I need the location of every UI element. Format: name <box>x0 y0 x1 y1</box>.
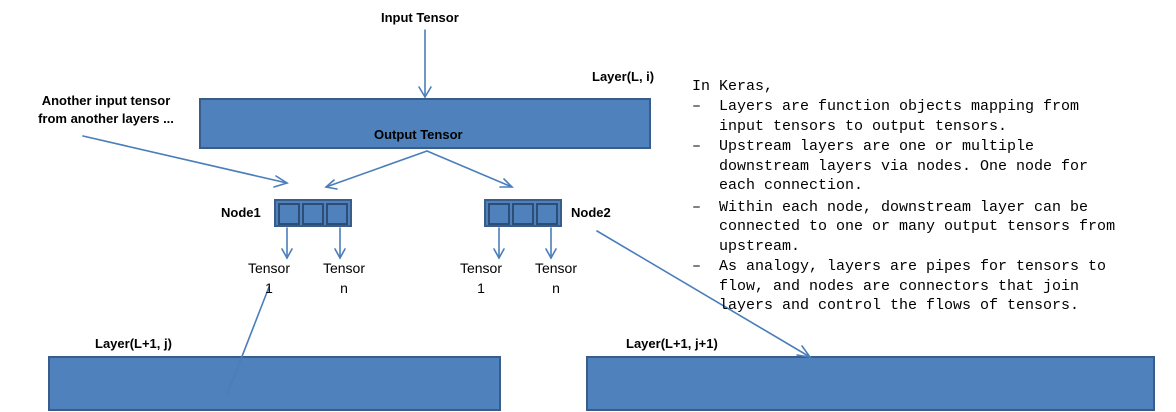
tensor-index: 1 <box>265 280 273 296</box>
output-to-node1-arrow <box>325 150 428 188</box>
note-line: layers and control the flows of tensors. <box>719 297 1080 314</box>
note-line: upstream. <box>719 238 801 255</box>
note-line: downstream layers via nodes. One node fo… <box>719 158 1089 175</box>
tensor-index: n <box>340 280 348 296</box>
layer-l-i-label: Layer(L, i) <box>592 69 655 84</box>
note-bullet: – <box>692 258 711 275</box>
output-tensor-label: Output Tensor <box>374 127 463 142</box>
node1-label: Node1 <box>221 205 261 220</box>
node1-slot <box>302 203 324 225</box>
node2-to-layer-j1-arrow <box>596 230 811 358</box>
node2-label: Node2 <box>571 205 611 220</box>
tensor-name: Tensor <box>247 260 291 276</box>
note-line: Layers are function objects mapping from <box>719 98 1080 115</box>
input-tensor-label: Input Tensor <box>381 10 459 25</box>
note-bullet: – <box>692 138 711 155</box>
another-input-line1: Another input tensor <box>41 93 171 108</box>
node2-slot <box>512 203 534 225</box>
node1-slot <box>278 203 300 225</box>
another-input-line2: from another layers ... <box>38 111 174 126</box>
note-line: As analogy, layers are pipes for tensors… <box>719 258 1107 275</box>
tensor-name: Tensor <box>322 260 366 276</box>
layer-l-i-box <box>199 98 651 149</box>
layer-next-j-label: Layer(L+1, j) <box>95 336 172 351</box>
another-input-arrow <box>82 135 288 184</box>
tensor-index: n <box>552 280 560 296</box>
note-line: connected to one or many output tensors … <box>719 218 1116 235</box>
tensor-index: 1 <box>477 280 485 296</box>
note-line: Within each node, downstream layer can b… <box>719 199 1089 216</box>
node2-box <box>484 199 562 227</box>
note-line: each connection. <box>719 177 864 194</box>
layer-next-j-box <box>48 356 501 411</box>
output-to-node2-arrow <box>426 150 513 188</box>
node2-slot <box>536 203 558 225</box>
tensor-name: Tensor <box>459 260 503 276</box>
node2-slot <box>488 203 510 225</box>
tensor-to-layer-j-line <box>226 286 270 396</box>
layer-next-j1-label: Layer(L+1, j+1) <box>626 336 718 351</box>
notes-heading: In Keras, <box>692 78 774 95</box>
tensor-label: Tensor 1 <box>451 258 511 298</box>
tensor-label: Tensor 1 <box>239 258 299 298</box>
node1-slot <box>326 203 348 225</box>
tensor-label: Tensor n <box>526 258 586 298</box>
note-line: input tensors to output tensors. <box>719 118 1008 135</box>
note-line: Upstream layers are one or multiple <box>719 138 1035 155</box>
note-bullet: – <box>692 98 711 115</box>
tensor-name: Tensor <box>534 260 578 276</box>
note-bullet: – <box>692 199 711 216</box>
note-line: flow, and nodes are connectors that join <box>719 278 1080 295</box>
tensor-label: Tensor n <box>314 258 374 298</box>
another-input-label: Another input tensor from another layers… <box>17 92 195 128</box>
layer-next-j1-box <box>586 356 1155 411</box>
node1-box <box>274 199 352 227</box>
